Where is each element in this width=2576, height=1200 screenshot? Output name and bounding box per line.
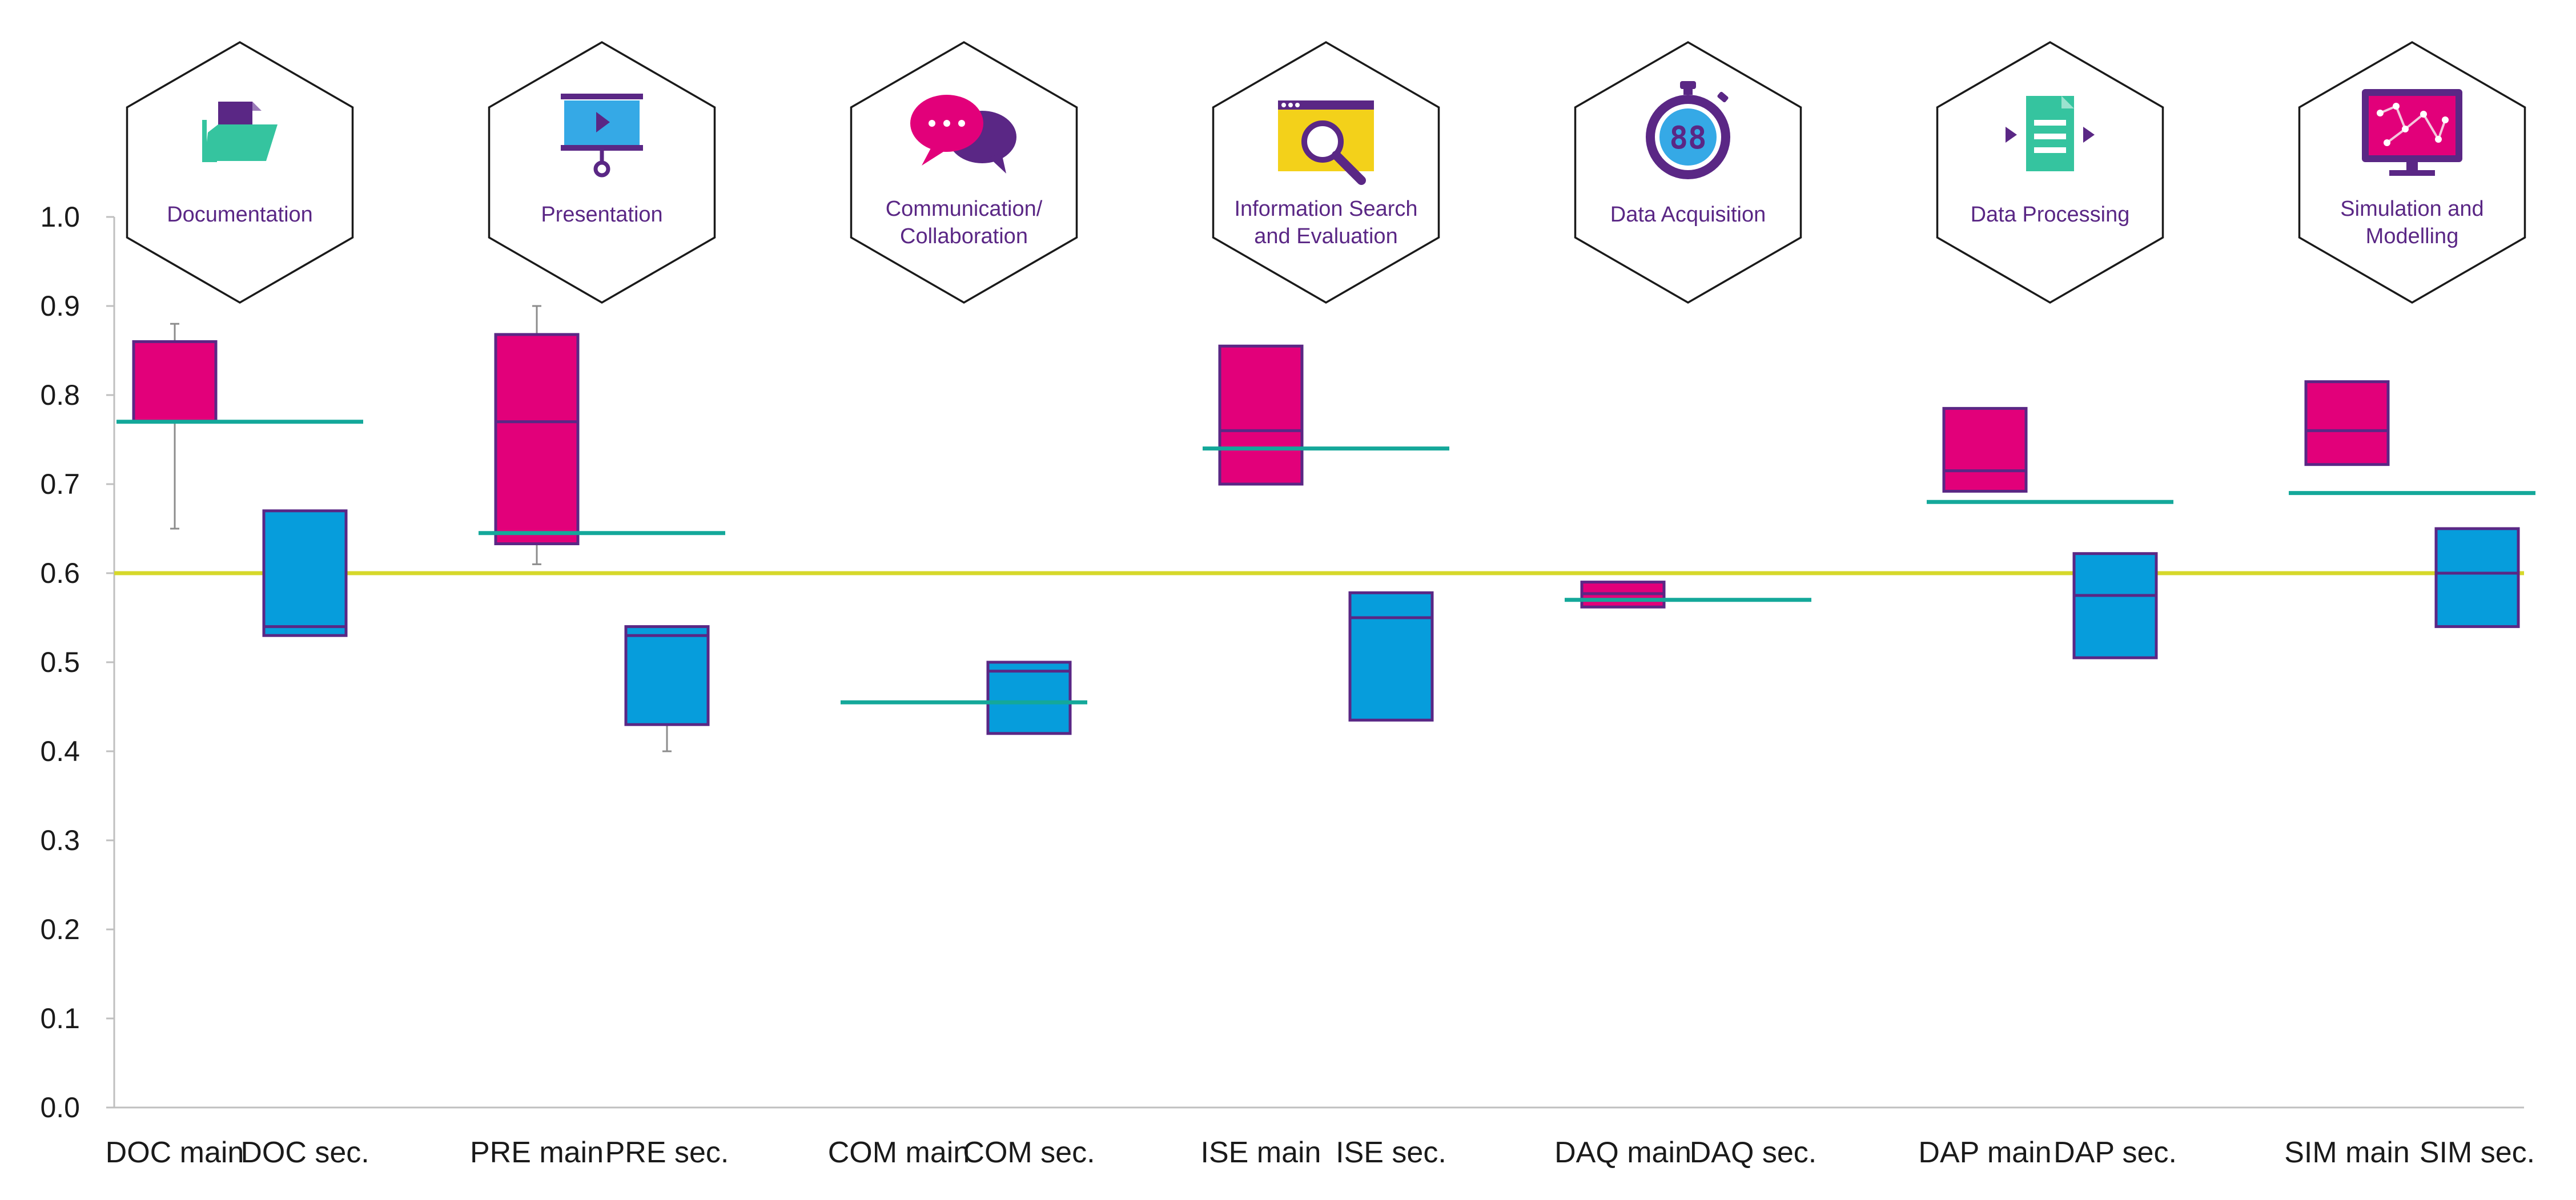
category-name-label: Communication/ <box>886 197 1043 221</box>
group-line-layer <box>116 420 2535 704</box>
y-tick-label: 0.6 <box>40 557 80 589</box>
box-group-doc <box>132 323 348 637</box>
box-sim-main <box>2304 380 2390 466</box>
category-label: ISE main <box>1201 1136 1321 1169</box>
box-iqr <box>2434 527 2520 629</box>
y-tick-label: 0.0 <box>40 1092 80 1124</box>
box-dap-sec <box>2072 552 2158 659</box>
y-tick-label: 0.7 <box>40 468 80 500</box>
category-label: DAP sec. <box>2053 1136 2177 1169</box>
box-iqr <box>494 333 580 546</box>
box-group-dap <box>1942 406 2158 659</box>
svg-text:88: 88 <box>1669 120 1706 156</box>
category-label: SIM sec. <box>2420 1136 2535 1169</box>
box-doc-sec <box>262 509 348 637</box>
category-label: DAQ main <box>1554 1136 1691 1169</box>
y-tick-label: 0.2 <box>40 913 80 945</box>
chat-bubbles-icon <box>910 95 1016 174</box>
category-label: DOC main <box>106 1136 244 1169</box>
category-name-label: and Evaluation <box>1254 224 1397 248</box>
category-name-label: Modelling <box>2366 224 2459 248</box>
box-iqr <box>2072 552 2158 659</box>
monitor-graph-icon <box>2362 89 2462 176</box>
category-hexagon-layer: Documentation Presentation Communication/C… <box>126 41 2526 304</box>
category-name-label: Information Search <box>1234 197 1417 221</box>
box-ise-main <box>1218 344 1304 486</box>
box-iqr <box>132 340 218 424</box>
box-daq-main <box>1580 581 1666 609</box>
category-name-label: Documentation <box>167 203 313 227</box>
category-hexagon-outline <box>126 41 354 304</box>
category-label: COM sec. <box>963 1136 1095 1169</box>
presentation-screen-icon <box>561 94 643 178</box>
category-hexagon-com: Communication/Collaboration <box>850 41 1078 304</box>
category-label: DOC sec. <box>240 1136 369 1169</box>
category-hexagon-ise: Information Search and Evaluation <box>1212 41 1440 304</box>
box-group-daq <box>1580 581 1666 609</box>
box-group-ise <box>1218 344 1434 722</box>
category-label: ISE sec. <box>1336 1136 1446 1169</box>
box-iqr <box>1348 591 1434 722</box>
category-name-label: Collaboration <box>900 224 1028 248</box>
category-name-label: Data Processing <box>1971 203 2130 227</box>
y-tick-label: 0.4 <box>40 735 80 767</box>
y-tick-label: 0.8 <box>40 379 80 411</box>
box-pre-main <box>494 305 580 565</box>
category-label: COM main <box>828 1136 970 1169</box>
category-hexagon-pre: Presentation <box>488 41 716 304</box>
box-pre-sec <box>624 625 710 752</box>
box-layer <box>132 305 2520 752</box>
axis-layer: 0.0 0.1 0.2 0.3 0.4 0.5 0.6 0.7 0.8 0.9 1.0 <box>40 201 2524 1124</box>
category-hexagon-outline <box>1212 41 1440 304</box>
folder-icon <box>202 102 278 162</box>
category-name-label: Simulation and <box>2340 197 2483 221</box>
category-label: PRE sec. <box>605 1136 729 1169</box>
box-iqr <box>262 509 348 637</box>
box-sim-sec <box>2434 527 2520 629</box>
category-name-label: Presentation <box>541 203 662 227</box>
box-iqr <box>2304 380 2390 466</box>
category-hexagon-outline <box>1936 41 2164 304</box>
box-dap-main <box>1942 406 2028 493</box>
box-group-sim <box>2304 380 2520 629</box>
box-iqr <box>1218 344 1304 486</box>
category-hexagon-doc: Documentation <box>126 41 354 304</box>
y-tick-label: 0.5 <box>40 646 80 678</box>
box-group-com <box>986 661 1072 735</box>
category-label: DAP main <box>1918 1136 2051 1169</box>
category-hexagon-dap: Data Processing <box>1936 41 2164 304</box>
box-iqr <box>624 625 710 726</box>
box-iqr <box>1942 406 2028 493</box>
box-iqr <box>986 661 1072 735</box>
y-tick-label: 0.9 <box>40 290 80 322</box>
category-hexagon-outline <box>488 41 716 304</box>
box-doc-main <box>132 323 218 530</box>
category-label: DAQ sec. <box>1690 1136 1817 1169</box>
y-tick-label: 0.3 <box>40 824 80 856</box>
category-label: PRE main <box>470 1136 604 1169</box>
category-hexagon-outline <box>850 41 1078 304</box>
document-process-icon <box>2006 96 2095 171</box>
y-tick-label: 0.1 <box>40 1002 80 1034</box>
browser-search-icon <box>1278 100 1374 185</box>
box-com-sec <box>986 661 1072 735</box>
category-name-label: Data Acquisition <box>1610 203 1766 227</box>
y-tick-label: 1.0 <box>40 201 80 233</box>
box-group-pre <box>494 305 710 752</box>
stopwatch-icon: 88 <box>1646 81 1730 179</box>
category-label: SIM main <box>2284 1136 2410 1169</box>
box-ise-sec <box>1348 591 1434 722</box>
